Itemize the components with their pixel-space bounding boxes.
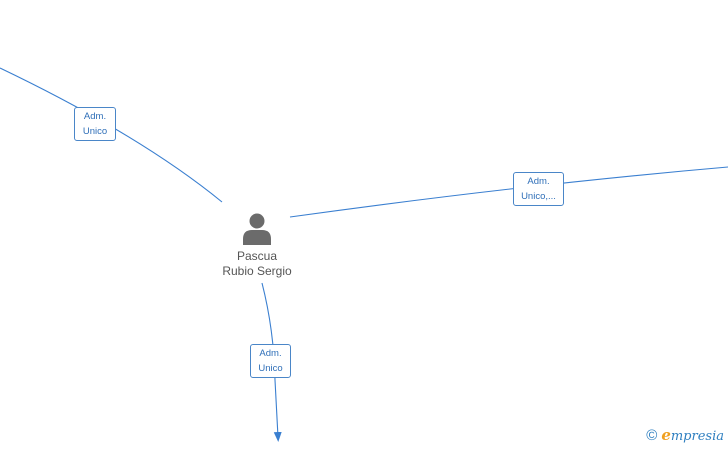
empresia-watermark: © empresia [646,426,724,444]
person-icon [243,213,271,245]
person-name-line1: Pascua [236,249,278,263]
edge-nw[interactable] [0,67,223,203]
edge-label-nw[interactable]: Adm. Unico [74,107,116,141]
person-name-line2: Rubio Sergio [222,264,292,278]
edge-label-south-line2: Unico [258,363,283,374]
edge-east[interactable] [289,166,728,218]
edge-south[interactable] [261,282,282,442]
brand-logo: empresia [661,426,724,444]
edge-label-east[interactable]: Adm. Unico,... [513,172,564,206]
brand-initial: e [661,426,671,444]
person-node[interactable]: Pascua Rubio Sergio [205,212,309,279]
edge-label-nw-line1: Adm. [83,111,107,122]
copyright-icon: © [646,426,658,444]
edge-label-east-line2: Unico,... [521,191,556,202]
edge-label-east-line1: Adm. [527,176,550,187]
edge-label-south-line1: Adm. [259,348,282,359]
brand-rest: mpresia [670,429,724,444]
edge-label-south[interactable]: Adm. Unico [250,344,291,378]
edge-label-nw-line2: Unico [82,126,108,137]
